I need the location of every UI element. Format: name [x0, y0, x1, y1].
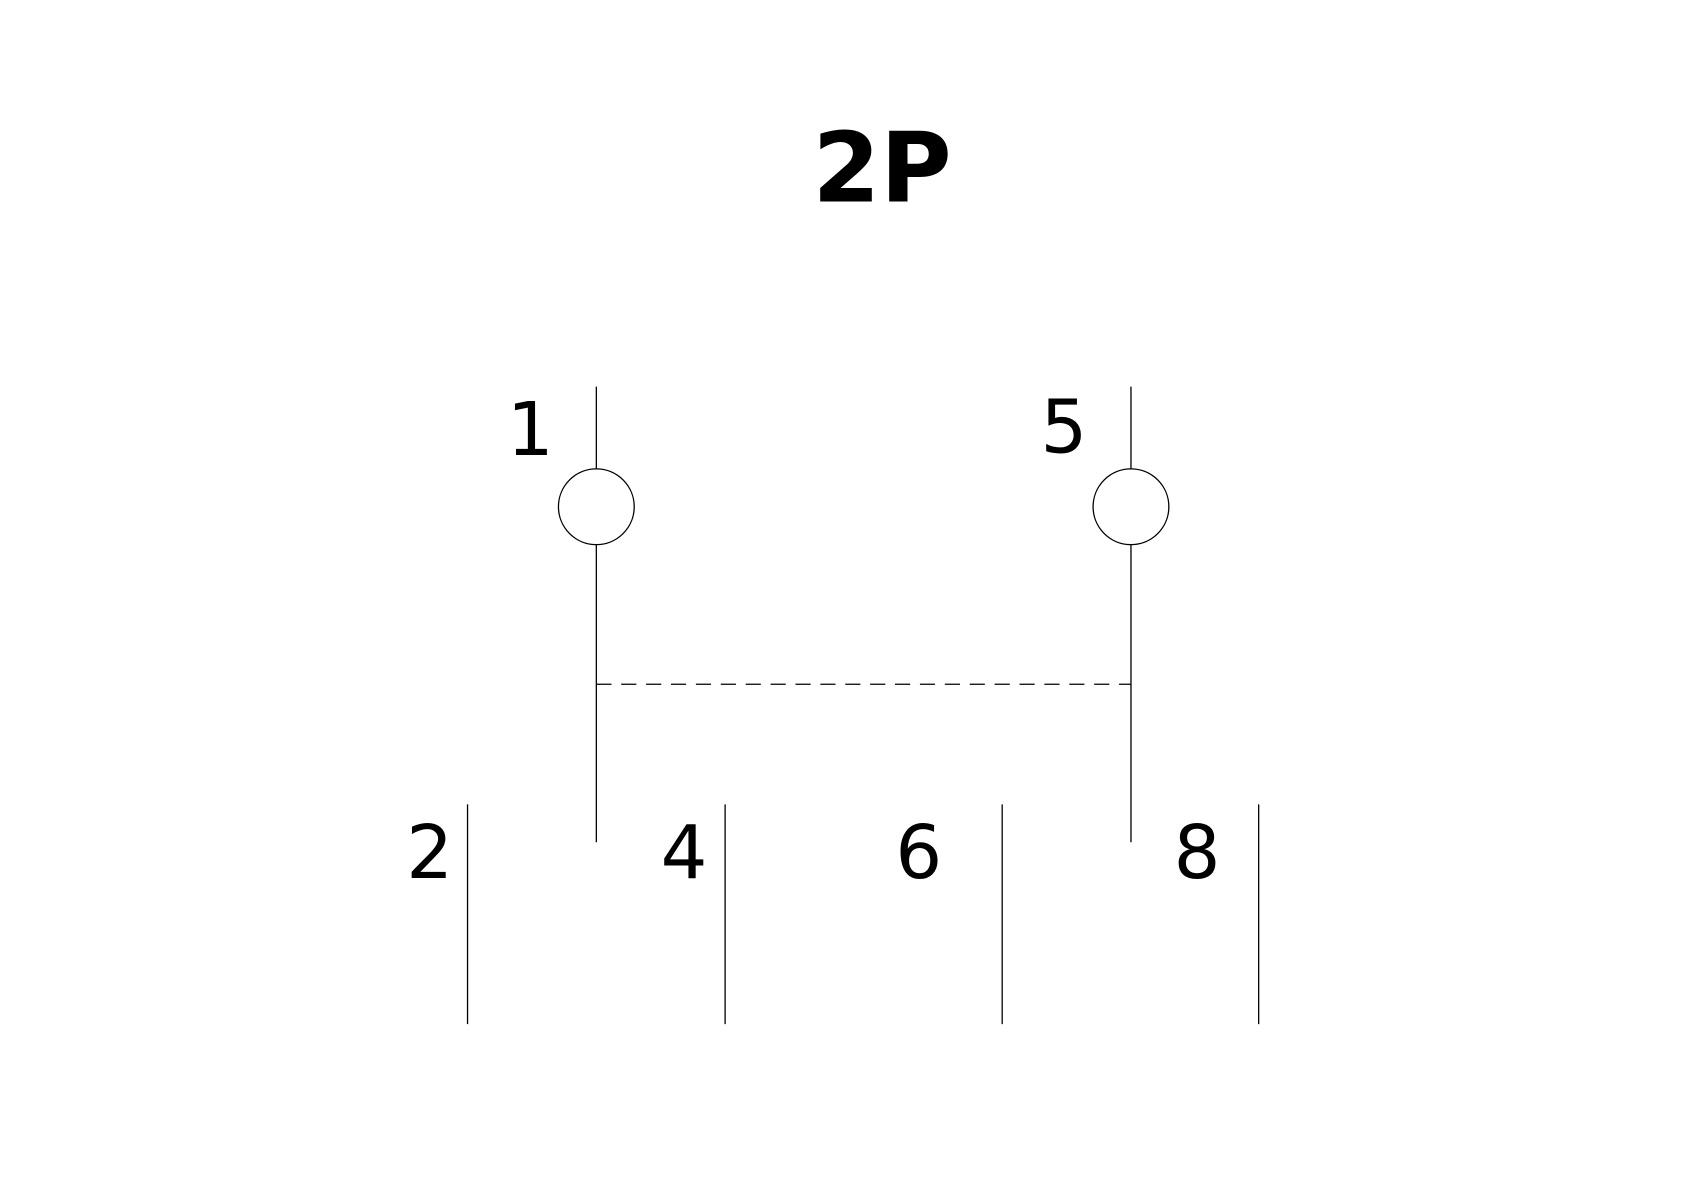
terminal-label-8: 8 [1174, 811, 1221, 896]
diagram-title: 2P [812, 112, 951, 225]
terminal-label-1: 1 [507, 388, 554, 473]
terminal-label-2: 2 [406, 811, 453, 896]
pole-2-contact-circle [1092, 468, 1170, 546]
pole-1-contact-circle [557, 468, 635, 546]
terminal-label-6: 6 [895, 811, 942, 896]
terminal-label-4: 4 [661, 811, 708, 896]
terminal-label-5: 5 [1040, 386, 1087, 471]
